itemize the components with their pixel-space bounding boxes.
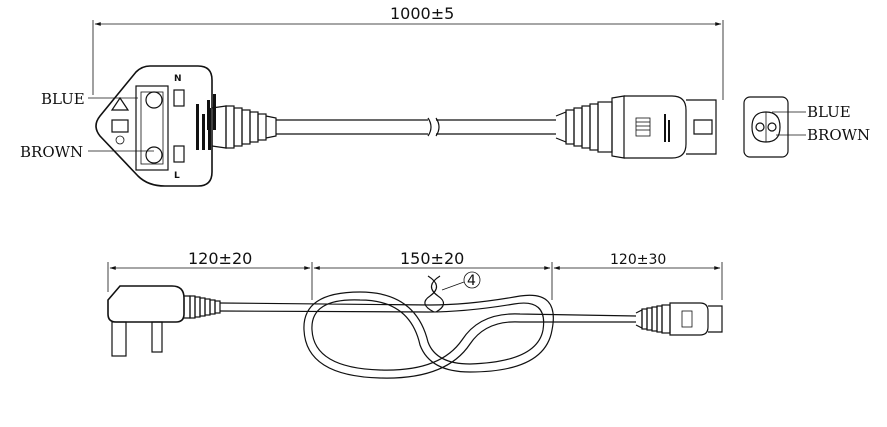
segment-dimensions: 120±20 150±20 120±30 <box>107 249 723 300</box>
plug-blue-label: BLUE <box>41 90 85 108</box>
socket-wire-labels: BLUE BROWN <box>772 103 870 144</box>
pin-l-label: L <box>174 171 180 181</box>
c7-socket-face <box>743 96 789 158</box>
total-length-label: 1000±5 <box>390 4 454 23</box>
middle-segment-label: 150±20 <box>400 249 464 268</box>
uk-plug-side <box>107 285 221 357</box>
callout-number: 4 <box>467 273 476 289</box>
connector-segment-label: 120±30 <box>610 252 666 268</box>
cable-bottom-loop <box>219 275 637 379</box>
callout-4: 4 <box>441 271 481 291</box>
strain-relief-top <box>211 105 277 149</box>
plug-brown-label: BROWN <box>20 143 83 161</box>
pin-n-label: N <box>174 74 182 84</box>
plug-segment-label: 120±20 <box>188 249 252 268</box>
cable-top <box>276 117 556 137</box>
c7-connector-side <box>635 302 723 336</box>
socket-brown-label: BROWN <box>807 126 870 144</box>
uk-plug-top: N L <box>95 65 216 187</box>
c7-connector-top <box>555 95 717 159</box>
total-length-dimension: 1000±5 <box>92 4 724 100</box>
socket-blue-label: BLUE <box>807 103 851 121</box>
plug-wire-labels: BLUE BROWN <box>20 90 154 161</box>
